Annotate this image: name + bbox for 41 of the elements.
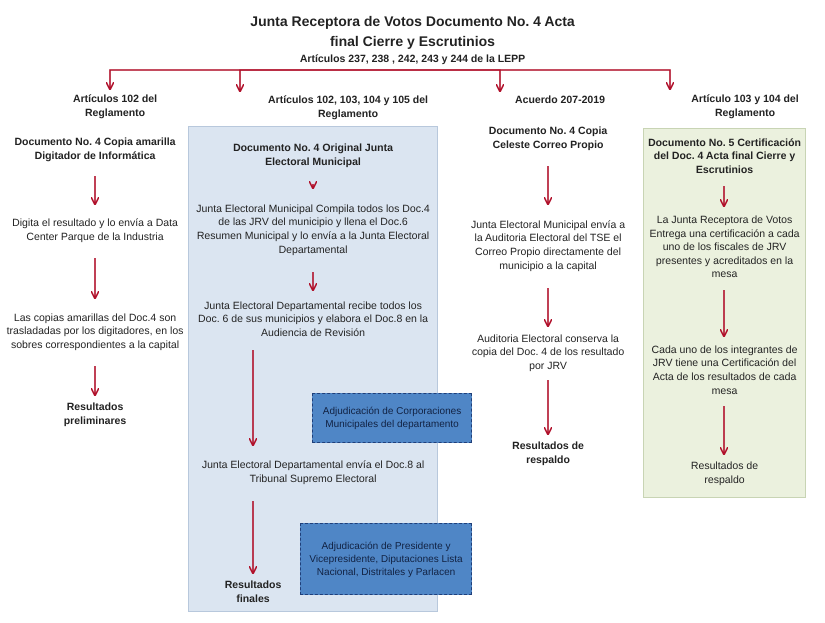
document-heading: Documento No. 4 Original Junta Electoral Municipal <box>213 130 413 182</box>
document-heading: Documento No. 5 Certificación del Doc. 4 Acta final Cierre y Escrutinios <box>646 130 803 184</box>
arrow <box>90 258 100 300</box>
result-text: Resultados finales <box>213 575 293 611</box>
article-label: Artículos 102, 103, 104 y 105 del Reglamento <box>248 92 448 124</box>
adjudication-note: Adjudicación de Presidente y Vicepresidente, Diputaciones Lista Nacional, Distritales y Parlacen <box>300 523 472 595</box>
subtitle-text: Artículos 237, 238 , 242, 243 y 244 de la LEPP <box>298 53 526 68</box>
step-text: Las copias amarillas del Doc.4 son trasladadas por los digitadores, en los sobres correspondientes a la capital <box>2 300 188 364</box>
step-text: Junta Electoral Departamental recibe todos los Doc. 6 de sus municipios y elabora el Doc.8 en la Audiencia de Revisión <box>192 292 434 348</box>
step-text: Junta Electoral Municipal Compila todos los Doc.4 de las JRV del municipio y llena el Doc.6 Resumen Municipal y lo envía a la Junta Electoral Departamental <box>195 190 431 270</box>
step-text: Junta Electoral Municipal envía a la Auditoria Electoral del TSE el Correo Propio directamente del municipio a la capital <box>468 206 628 286</box>
arrow <box>90 366 100 397</box>
panel-background <box>643 128 806 498</box>
result-text: Resultados de respaldo <box>683 456 766 492</box>
arrow <box>248 501 258 575</box>
arrow <box>543 166 553 206</box>
adjudication-note: Adjudicación de Corporaciones Municipales del departamento <box>312 393 472 443</box>
step-text: Auditoria Electoral conserva la copia del Doc. 4 de los resultado por JRV <box>468 328 628 378</box>
article-label: Artículos 102 del Reglamento <box>60 90 170 124</box>
arrow <box>235 69 412 93</box>
arrow <box>90 176 100 206</box>
arrow <box>719 290 729 338</box>
document-heading: Documento No. 4 Copia Celeste Correo Propio <box>478 114 618 164</box>
arrow <box>248 350 258 447</box>
arrow <box>719 406 729 456</box>
step-text: Junta Electoral Departamental envía el Doc.8 al Tribunal Supremo Electoral <box>200 447 426 499</box>
agreement-label: Acuerdo 207-2019 <box>505 92 615 110</box>
arrow <box>719 186 729 208</box>
arrow <box>308 272 318 292</box>
title-text: Junta Receptora de Votos Documento No. 4 Acta final Cierre y Escrutinios <box>250 12 575 52</box>
arrow <box>543 380 553 436</box>
article-label: Artículo 103 y 104 del Reglamento <box>685 90 805 124</box>
result-text: Resultados de respaldo <box>503 436 593 472</box>
arrow <box>308 180 318 190</box>
arrow <box>543 288 553 328</box>
result-text: Resultados preliminares <box>40 397 150 433</box>
arrow <box>412 69 675 91</box>
step-text: La Junta Receptora de Votos Entrega una certificación a cada uno de los fiscales de JRV presentes y acreditados en la mesa <box>646 208 803 288</box>
step-text: Cada uno de los integrantes de JRV tiene una Certificación del Acta de los resultados de cada mesa <box>646 338 803 404</box>
document-heading: Documento No. 4 Copia amarilla Digitador de Informática <box>5 126 185 174</box>
step-text: Digita el resultado y lo envía a Data Center Parque de la Industria <box>5 206 185 256</box>
